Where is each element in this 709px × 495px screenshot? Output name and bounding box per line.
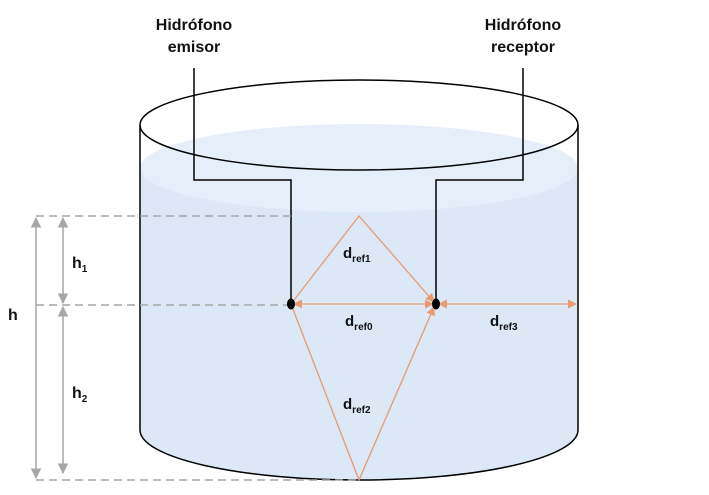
dref1-label: dref1	[343, 245, 371, 265]
h-label: h	[8, 307, 18, 324]
receiver-title-line2: receptor	[491, 39, 555, 56]
receiver-hydrophone	[432, 298, 440, 310]
emitter-cable	[193, 68, 292, 303]
emitter-title-line1: Hidrófono	[156, 17, 233, 34]
receiver-cable	[435, 68, 524, 303]
dref3-label: dref3	[490, 313, 518, 333]
h2-label: h2	[72, 385, 88, 405]
h1-label: h1	[72, 255, 88, 275]
dref2-label: dref2	[343, 396, 371, 416]
dref0-label: dref0	[345, 313, 373, 333]
ray-ref1-surface	[290, 214, 435, 305]
water-body	[140, 168, 578, 480]
ray-ref2-bottom	[290, 303, 435, 482]
tank-top-rim	[139, 79, 579, 171]
receiver-title-line1: Hidrófono	[485, 17, 562, 34]
emitter-hydrophone	[287, 298, 295, 310]
emitter-title-line2: emisor	[168, 39, 220, 56]
water-surface	[140, 124, 578, 212]
